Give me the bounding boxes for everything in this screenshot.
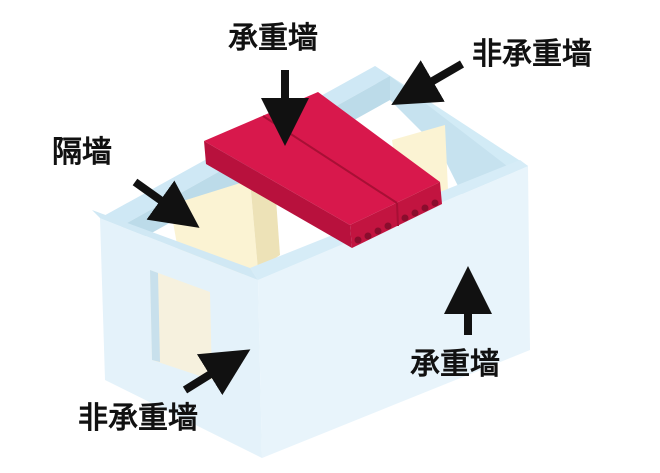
left-wall-top bbox=[92, 210, 258, 280]
front-wall bbox=[258, 166, 530, 458]
slab-front bbox=[350, 182, 442, 248]
label-front-bearing: 承重墙 bbox=[410, 347, 500, 382]
partition-wall-left-side bbox=[250, 180, 280, 270]
arrow-top-right-non-bearing bbox=[391, 60, 465, 106]
arrow-bottom-left-non-bearing bbox=[182, 349, 251, 396]
slab-core-holes bbox=[354, 199, 439, 244]
label-bottom-left-non-bearing: 非承重墙 bbox=[78, 401, 198, 436]
slab-seam-front bbox=[396, 202, 399, 227]
label-partition: 隔墙 bbox=[52, 135, 112, 170]
arrow-partition bbox=[132, 178, 200, 228]
slab-side bbox=[204, 141, 352, 248]
left-wall-opening bbox=[150, 270, 212, 380]
label-top-right-non-bearing: 非承重墙 bbox=[472, 37, 592, 72]
left-wall-opening-shadow bbox=[150, 270, 160, 362]
label-top-bearing: 承重墙 bbox=[228, 21, 318, 56]
